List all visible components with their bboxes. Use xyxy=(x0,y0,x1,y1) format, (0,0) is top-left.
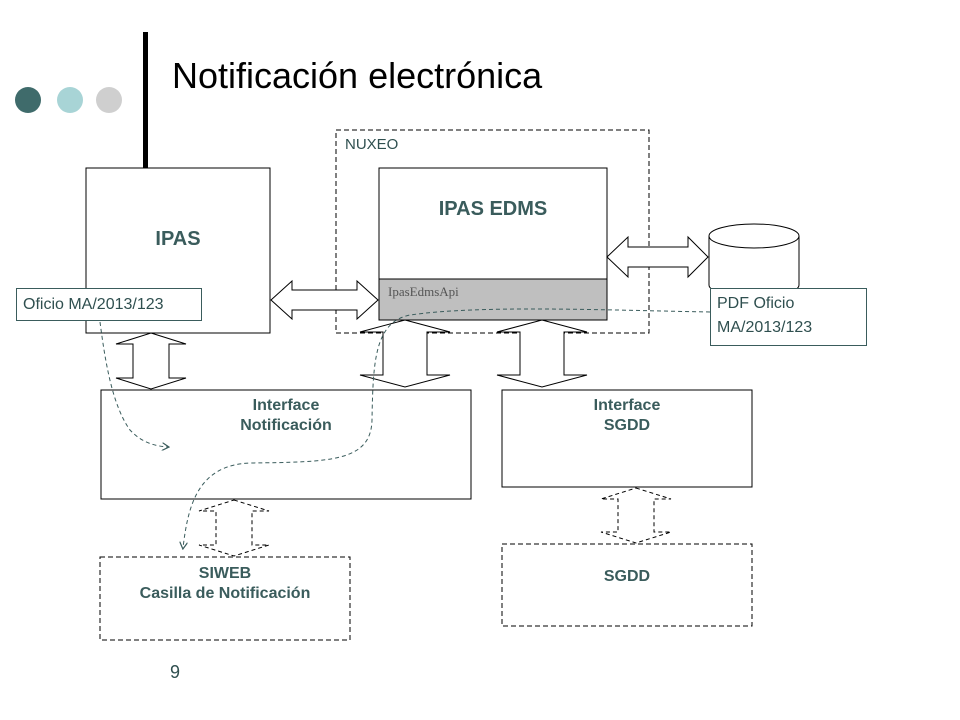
decorative-dot-dark xyxy=(15,87,41,113)
arrow-ipas-interface-notificacion xyxy=(115,332,187,390)
oficio-callout: Oficio MA/2013/123 xyxy=(16,288,202,321)
arrow-edms-database xyxy=(606,235,709,279)
siweb-label: SIWEB Casilla de Notificación xyxy=(100,564,350,604)
title-divider xyxy=(143,32,148,168)
ipas-edms-api-bar xyxy=(378,278,608,321)
interface-notificacion-line2: Notificación xyxy=(240,417,332,434)
flow-oficio-to-interface xyxy=(99,321,168,447)
decorative-dot-gray xyxy=(96,87,122,113)
arrow-edmsapi-interface-notificacion xyxy=(359,319,451,388)
ipas-edms-label: IPAS EDMS xyxy=(438,198,548,220)
database-cylinder xyxy=(708,223,800,298)
page-number: 9 xyxy=(170,662,181,682)
arrow-edmsapi-interface-sgdd xyxy=(496,319,588,388)
arrow-ipas-edms xyxy=(270,279,379,321)
arrow-interface-sgdd-sgdd xyxy=(600,487,672,544)
pdf-oficio-line1: PDF Oficio xyxy=(717,295,795,312)
interface-sgdd-label: Interface SGDD xyxy=(502,396,752,436)
interface-sgdd-line1: Interface xyxy=(593,397,661,414)
sgdd-box xyxy=(501,543,753,627)
flow-pdf-to-siweb xyxy=(183,308,711,548)
interface-notificacion-label: Interface Notificación xyxy=(101,396,471,436)
pdf-oficio-line2: MA/2013/123 xyxy=(717,319,813,336)
siweb-line1: SIWEB xyxy=(198,565,252,582)
slide-title: Notificación electrónica xyxy=(172,55,543,96)
decorative-dot-light xyxy=(57,87,83,113)
interface-sgdd-line2: SGDD xyxy=(603,417,651,434)
ipas-label: IPAS xyxy=(155,228,201,250)
nuxeo-container xyxy=(335,129,650,334)
interface-sgdd-box xyxy=(501,389,753,488)
nuxeo-label: NUXEO xyxy=(345,136,399,153)
ipas-edms-api-label: IpasEdmsApi xyxy=(388,284,459,299)
sgdd-label: SGDD xyxy=(603,568,651,585)
arrow-interface-notificacion-siweb xyxy=(198,499,270,557)
siweb-box xyxy=(99,556,351,641)
pdf-oficio-callout: PDF Oficio MA/2013/123 xyxy=(710,288,867,346)
siweb-line2: Casilla de Notificación xyxy=(139,585,311,602)
interface-notificacion-line1: Interface xyxy=(252,397,320,414)
